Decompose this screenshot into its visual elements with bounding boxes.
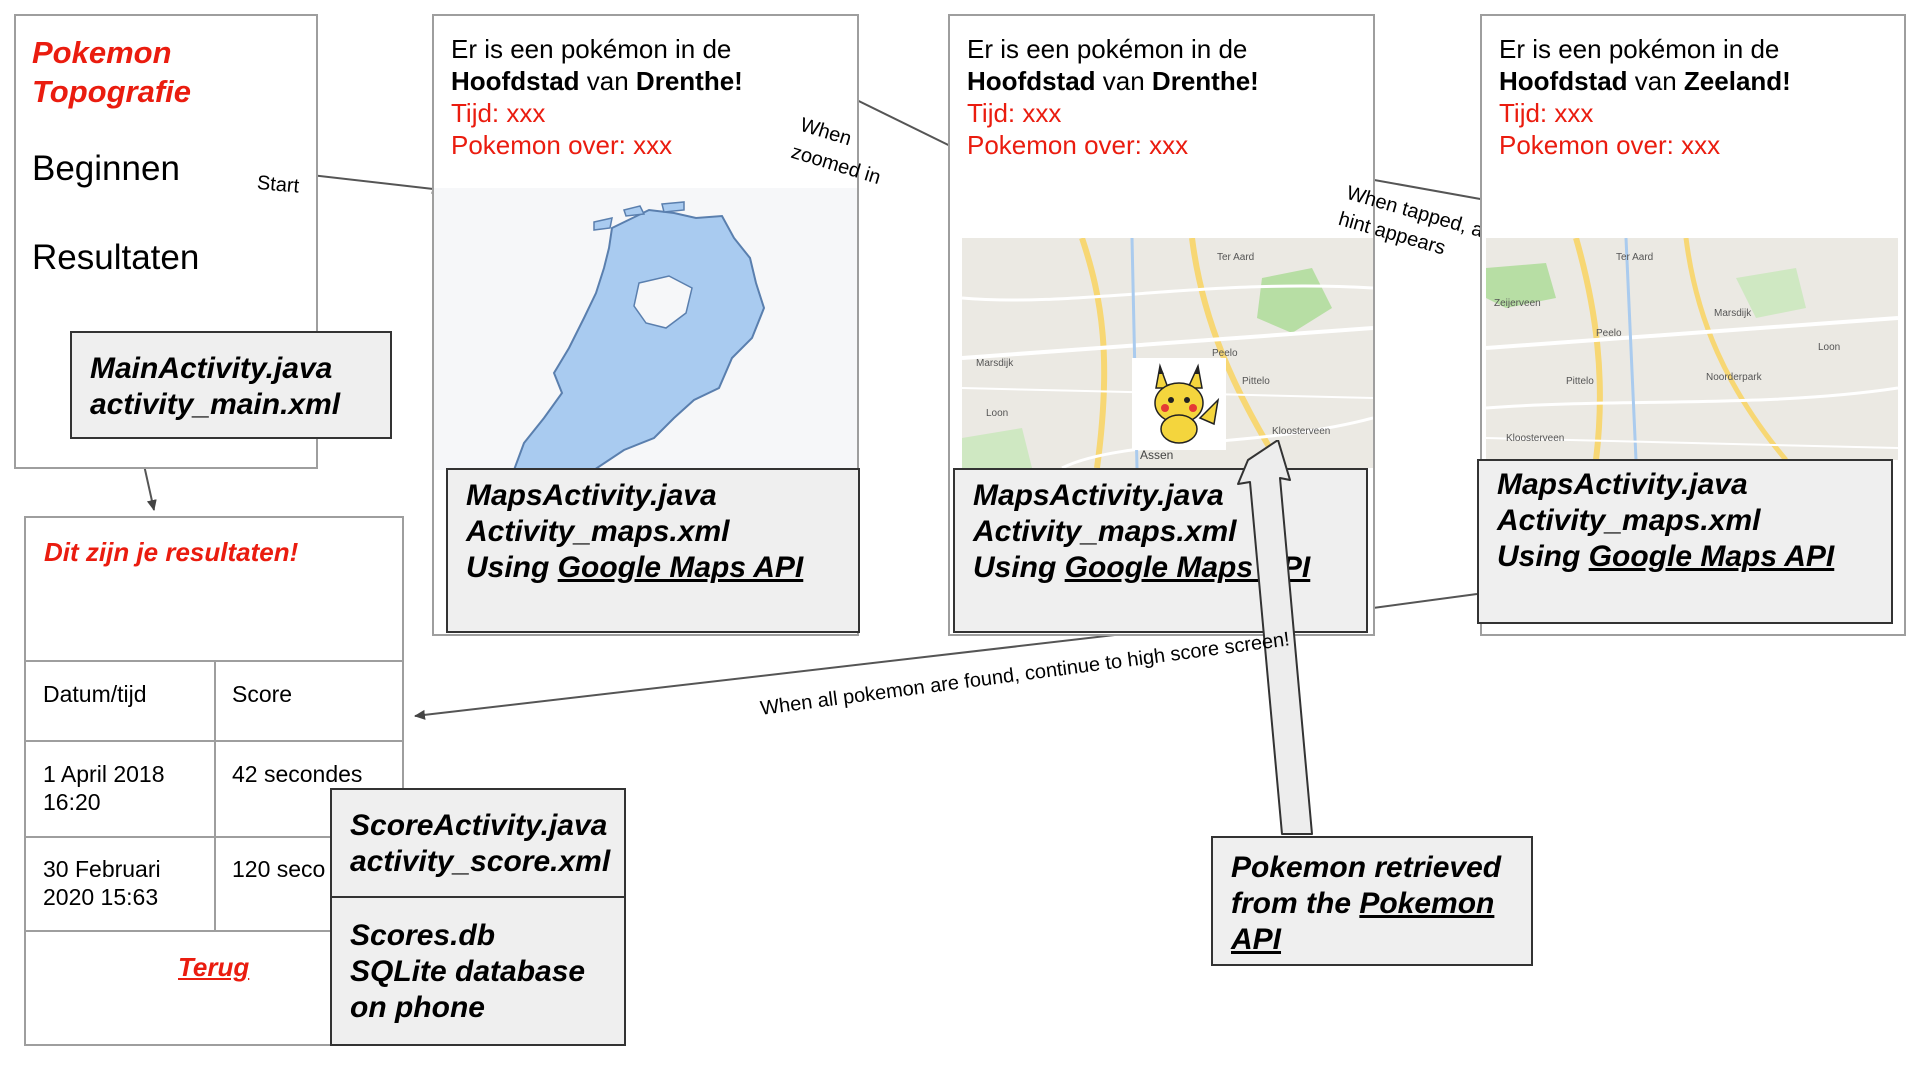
maps-note-2-line1: MapsActivity.java [973,479,1224,512]
map3-label-ter-aard: Ter Aard [1616,252,1654,263]
api-note-from: from the [1231,887,1360,920]
map3-label-kloosterveen: Kloosterveen [1506,433,1565,444]
wadden-islands [593,201,685,231]
maps-note-1-line3: Using Google Maps API [466,550,858,586]
pikachu-marker[interactable] [1132,358,1226,450]
main-note-line2: activity_main.xml [90,388,341,421]
maps-note-3-line1: MapsActivity.java [1497,468,1748,501]
begin-button[interactable]: Beginnen [32,149,180,188]
app-title-line1: Pokemon [32,35,172,70]
results-button[interactable]: Resultaten [32,238,200,277]
score-note-line2: activity_score.xml [350,845,611,878]
db-note-line1: Scores.db [350,919,496,952]
map-label-pittelo: Pittelo [1242,376,1270,387]
pokemon-api-link[interactable]: Pokemon [1359,887,1495,920]
screen2-province: Drenthe! [1151,66,1259,96]
screen1-line1: Er is een pokémon in de [451,34,732,64]
app-title-line2: Topografie [32,74,192,109]
screen2-line2: Hoofdstad van Drenthe! [967,65,1259,97]
screen2-line1: Er is een pokémon in de [967,34,1248,64]
maps-note-3-line2: Activity_maps.xml [1497,504,1761,537]
map3-label-loon: Loon [1818,342,1841,353]
map-label-kloosterveen: Kloosterveen [1272,426,1331,437]
header-date: Datum/tijd [43,681,147,707]
ijsselmeer [633,275,693,329]
main-activity-note: MainActivity.java activity_main.xml [70,331,392,439]
screen1-province: Drenthe! [635,66,743,96]
map3-label-zeijerveen: Zeijerveen [1494,298,1541,309]
zeeland-map-art [1486,238,1898,460]
screen2-hint: Er is een pokémon in de Hoofdstad van Dr… [967,33,1259,161]
maps-note-1-line1: MapsActivity.java [466,479,717,512]
map-label-peelo: Peelo [1212,348,1238,359]
arrow-all-found [414,632,1133,720]
maps-note-1-line2: Activity_maps.xml [466,515,730,548]
google-maps-api-link-1[interactable]: Google Maps API [557,551,804,584]
netherlands-map[interactable] [434,188,857,470]
screen2-van: van [1095,66,1152,96]
row2-date: 30 Februari 2020 15:63 [43,856,161,910]
map3-label-peelo: Peelo [1596,328,1622,339]
map-label-loon: Loon [986,408,1009,419]
map-label-ter-aard: Ter Aard [1217,252,1255,263]
screen1-capital: Hoofdstad [451,66,580,96]
screen3-van: van [1627,66,1684,96]
maps-note-3-line3: Using Google Maps API [1497,539,1891,575]
back-button[interactable]: Terug [178,952,250,982]
google-maps-api-link-3[interactable]: Google Maps API [1588,540,1835,573]
pokemon-api-note: Pokemon retrieved from the Pokemon API [1211,836,1533,966]
scores-db-note: Scores.db SQLite database on phone [330,896,626,1046]
maps-note-2-line2: Activity_maps.xml [973,515,1237,548]
map-label-marsdijk: Marsdijk [976,358,1014,369]
maps-note-3: MapsActivity.java Activity_maps.xml Usin… [1477,459,1893,624]
maps-note-2-using: Using [973,551,1065,584]
maps-note-1: MapsActivity.java Activity_maps.xml Usin… [446,468,860,633]
pokemon-api-link-api[interactable]: API [1231,923,1282,956]
screen1-van: van [579,66,636,96]
row1-date: 1 April 2018 16:20 [43,761,165,815]
screen3-capital: Hoofdstad [1499,66,1628,96]
map3-label-noorderpark: Noorderpark [1706,372,1762,383]
start-label: Start [256,172,301,198]
screen3-line2: Hoofdstad van Zeeland! [1499,65,1791,97]
screen1-timer: Tijd: xxx [451,98,546,128]
maps-note-3-using: Using [1497,540,1589,573]
screen3-line1: Er is een pokémon in de [1499,34,1780,64]
screen3-hint: Er is een pokémon in de Hoofdstad van Ze… [1499,33,1791,161]
screen1-line2: Hoofdstad van Drenthe! [451,65,743,97]
row2-score: 120 seco [232,856,326,882]
app-title: Pokemon Topografie [32,33,191,111]
map-label-assen: Assen [1140,448,1174,462]
results-title: Dit zijn je resultaten! [44,537,299,567]
score-activity-note: ScoreActivity.java activity_score.xml [330,788,626,898]
api-note-line1: Pokemon retrieved [1231,851,1502,884]
screen1-hint: Er is een pokémon in de Hoofdstad van Dr… [451,33,743,161]
screen2-timer: Tijd: xxx [967,98,1062,128]
db-note-line3: on phone [350,991,485,1024]
map3-label-pittelo: Pittelo [1566,376,1594,387]
zeeland-map[interactable]: Ter Aard Zeijerveen Peelo Marsdijk Noord… [1486,238,1898,460]
screen3-province: Zeeland! [1683,66,1791,96]
row1-score: 42 secondes [232,761,363,787]
netherlands-shape [512,208,766,470]
table-column-divider [214,660,216,932]
maps-note-1-using: Using [466,551,558,584]
screen2-capital: Hoofdstad [967,66,1096,96]
pokemon-api-arrow [1237,440,1313,835]
db-note-line2: SQLite database [350,955,586,988]
main-note-line1: MainActivity.java [90,352,333,385]
screen1-remaining: Pokemon over: xxx [451,130,673,160]
map3-label-marsdijk: Marsdijk [1714,308,1752,319]
score-note-line1: ScoreActivity.java [350,809,608,842]
screen3-remaining: Pokemon over: xxx [1499,130,1721,160]
api-note-line2: from the Pokemon [1231,886,1531,922]
screen3-timer: Tijd: xxx [1499,98,1594,128]
screen2-remaining: Pokemon over: xxx [967,130,1189,160]
connector-zeeland [1372,593,1478,609]
header-score: Score [232,681,293,707]
